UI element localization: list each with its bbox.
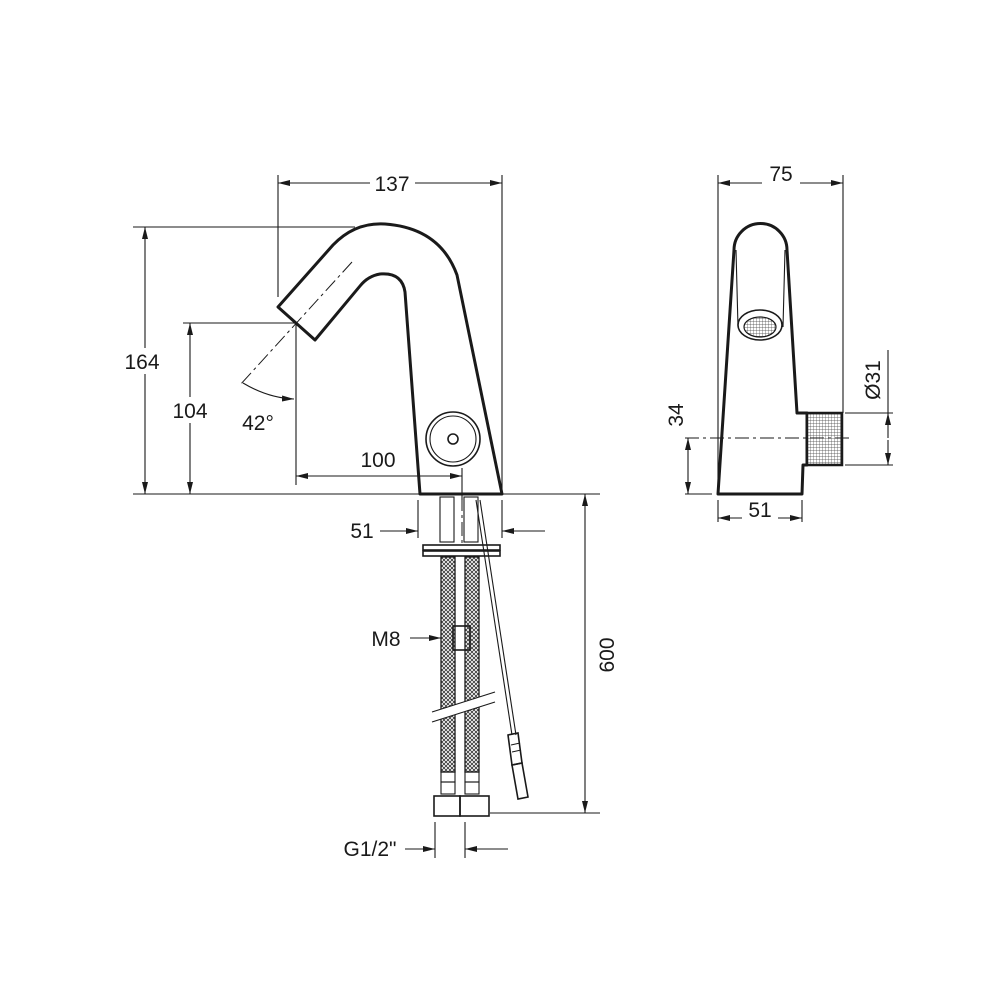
side-body-outline — [716, 222, 809, 496]
angle-label: 42° — [242, 412, 274, 435]
dim-spout-height-label: 104 — [172, 400, 207, 423]
dim-height-label: 164 — [124, 351, 159, 374]
sensor-cable — [475, 499, 529, 800]
dim-depth-label: 75 — [769, 163, 792, 186]
braided-hoses — [431, 556, 496, 817]
hose-nut-left — [433, 795, 461, 817]
dim-hose-length-label: 600 — [596, 637, 619, 672]
dim-diameter-label: Ø31 — [862, 360, 885, 400]
side-view: 75 34 Ø31 51 — [665, 162, 893, 522]
hose-fittings — [422, 496, 501, 557]
dim-reach-label: 100 — [360, 449, 395, 472]
dim-side-base-label: 51 — [748, 499, 771, 522]
sensor-icon — [425, 411, 481, 467]
connection-label: G1/2" — [344, 838, 397, 861]
hose-nut-right — [459, 795, 490, 817]
dim-width-label: 137 — [374, 173, 409, 196]
dim-base-label: 51 — [350, 520, 373, 543]
inlet-cylinder — [805, 411, 844, 467]
front-view: 137 164 104 42° 100 51 — [118, 170, 619, 861]
m8-stud — [452, 625, 471, 651]
thread-label: M8 — [371, 628, 400, 651]
aerator — [737, 309, 783, 341]
dim-inlet-height-label: 34 — [665, 403, 688, 427]
